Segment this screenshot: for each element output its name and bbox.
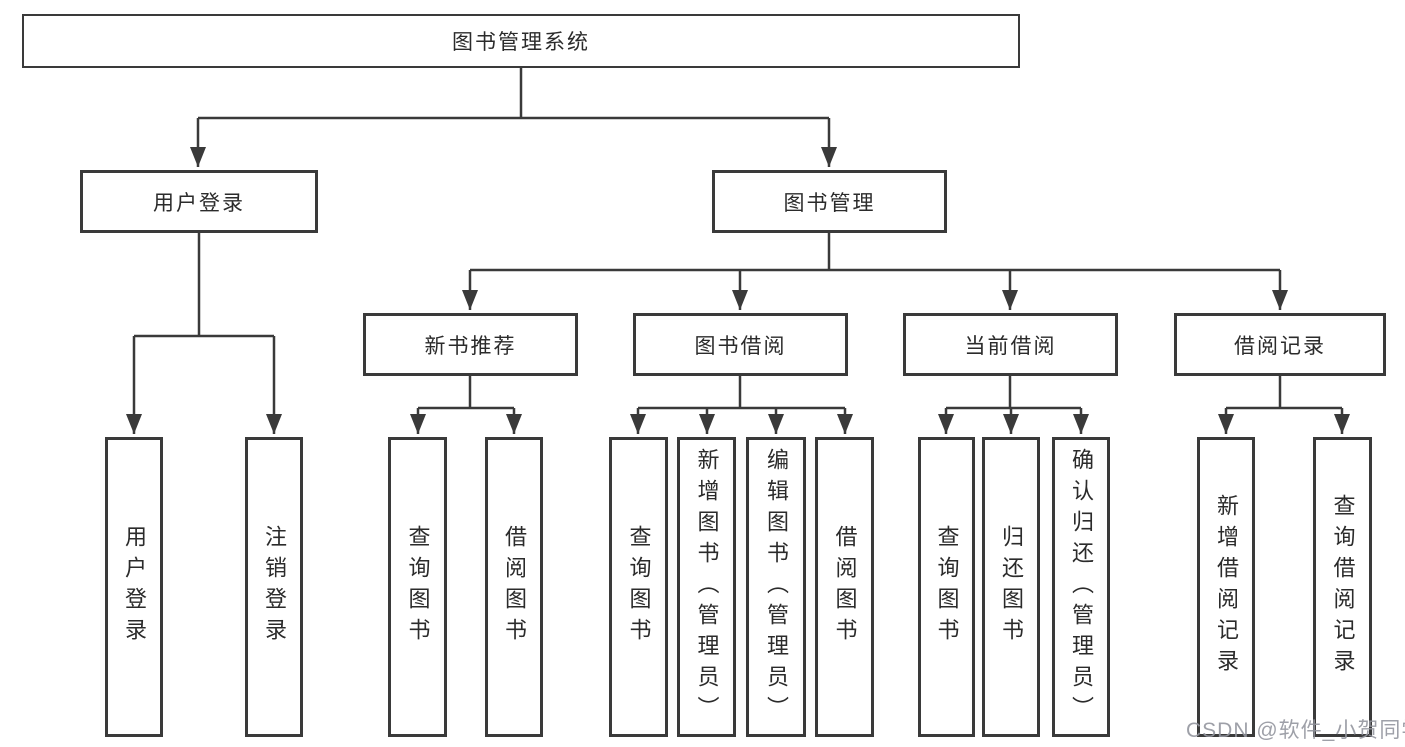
node-label: 查询借阅记录 xyxy=(1330,494,1356,680)
node-label: 用户登录 xyxy=(122,525,147,649)
leaf-borrow-books: 借阅图书 xyxy=(815,437,874,737)
node-label: 借阅图书 xyxy=(832,525,858,649)
connector-mgmt-to-level3 xyxy=(462,233,1288,310)
node-book-management: 图书管理 xyxy=(712,170,947,233)
node-label: 当前借阅 xyxy=(964,334,1057,358)
node-label: 图书管理 xyxy=(783,191,876,215)
node-library-system-root: 图书管理系统 xyxy=(22,14,1020,68)
node-label: 归还图书 xyxy=(999,525,1024,649)
connector-records-children xyxy=(1218,376,1350,434)
leaf-edit-book-admin: 编辑图书（管理员） xyxy=(746,437,806,737)
node-label: 编辑图书（管理员） xyxy=(764,447,789,727)
leaf-borrow-books-recommend: 借阅图书 xyxy=(485,437,543,737)
node-label: 图书借阅 xyxy=(694,334,787,358)
node-label: 查询图书 xyxy=(934,525,960,649)
node-new-book-recommend: 新书推荐 xyxy=(363,313,578,376)
node-borrow-records: 借阅记录 xyxy=(1174,313,1386,376)
leaf-query-borrow-record: 查询借阅记录 xyxy=(1313,437,1372,737)
node-label: 注销登录 xyxy=(262,525,287,649)
node-user-login: 用户登录 xyxy=(80,170,318,233)
node-label: 借阅图书 xyxy=(502,525,527,649)
node-label: 新增借阅记录 xyxy=(1214,494,1239,680)
node-book-borrow: 图书借阅 xyxy=(633,313,848,376)
leaf-query-books-current: 查询图书 xyxy=(918,437,975,737)
connector-current-children xyxy=(938,376,1089,434)
leaf-query-books-borrow: 查询图书 xyxy=(609,437,668,737)
node-label: 图书管理系统 xyxy=(452,31,590,54)
csdn-watermark: CSDN @软件_小贺同学 xyxy=(1186,719,1405,742)
connector-root-to-level2 xyxy=(190,68,837,167)
node-label: 用户登录 xyxy=(153,191,245,215)
leaf-add-book-admin: 新增图书（管理员） xyxy=(677,437,736,737)
node-current-borrow: 当前借阅 xyxy=(903,313,1118,376)
leaf-query-books-recommend: 查询图书 xyxy=(388,437,447,737)
leaf-logout: 注销登录 xyxy=(245,437,303,737)
node-label: 查询图书 xyxy=(626,525,652,649)
node-label: 查询图书 xyxy=(405,525,431,649)
leaf-add-borrow-record: 新增借阅记录 xyxy=(1197,437,1255,737)
leaf-return-book: 归还图书 xyxy=(982,437,1040,737)
node-label: 借阅记录 xyxy=(1234,334,1326,358)
connector-borrow-children xyxy=(630,376,853,434)
connector-recommend-children xyxy=(410,376,522,434)
node-label: 新增图书（管理员） xyxy=(694,447,720,727)
connector-login-children xyxy=(126,233,282,434)
leaf-confirm-return-admin: 确认归还（管理员） xyxy=(1052,437,1110,737)
node-label: 确认归还（管理员） xyxy=(1069,447,1094,727)
leaf-user-login: 用户登录 xyxy=(105,437,163,737)
node-label: 新书推荐 xyxy=(424,334,517,358)
